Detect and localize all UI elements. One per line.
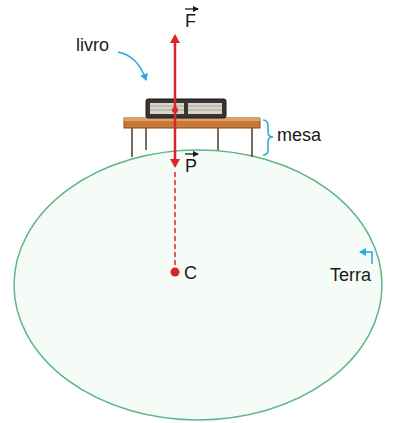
leader-line [118,52,146,80]
part-label: Terra [330,266,371,286]
radius-line [174,172,176,268]
leader-line [360,252,372,264]
bracket [263,120,273,155]
table [124,118,260,157]
vector-label: P [185,157,197,177]
vector-label: F [185,12,196,32]
force-arrow [174,36,177,108]
vector-sign [185,8,198,9]
center-dot [171,268,180,277]
weight-arrow [174,112,177,166]
point-label: C [184,264,197,284]
part-label: mesa [277,126,321,146]
earth-outline [14,150,382,420]
application-point [172,107,178,113]
book [146,99,226,118]
vector-sign [185,153,198,154]
part-label: livro [76,36,109,56]
